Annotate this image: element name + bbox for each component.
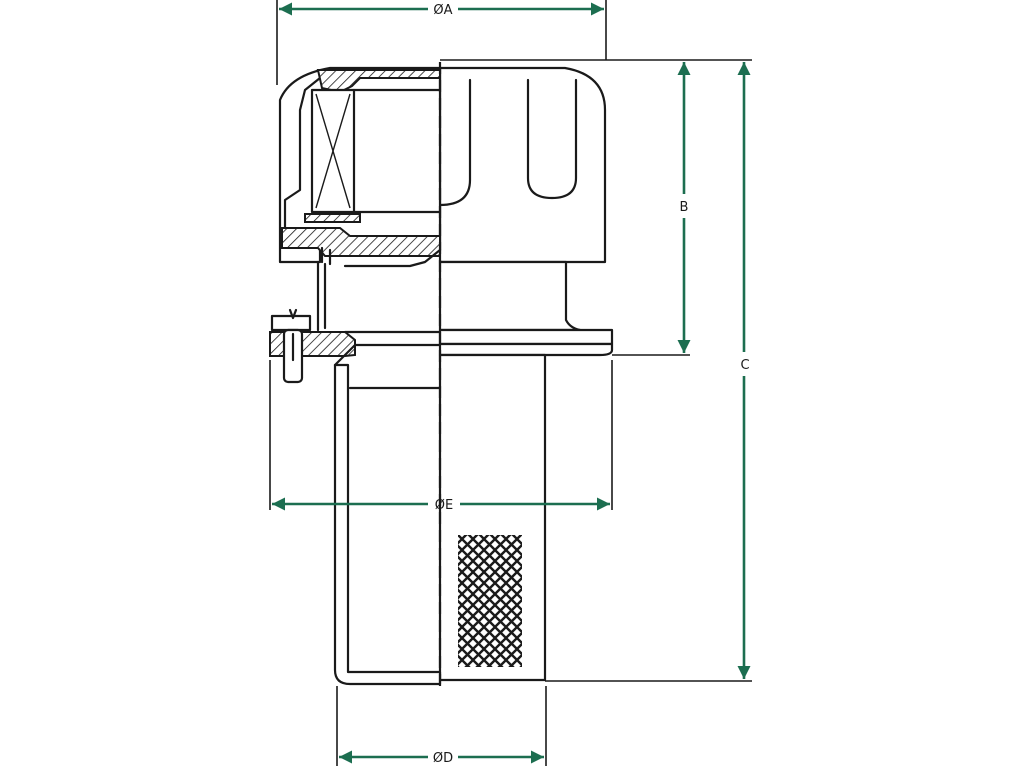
cap-groove	[526, 78, 578, 200]
dimension-b: B	[677, 62, 691, 353]
mounting-flange	[269, 308, 614, 384]
dimension-a: ØA	[279, 2, 604, 18]
dimension-e: ØE	[272, 497, 610, 513]
dimension-c: C	[737, 62, 751, 679]
cap-inner-wall	[283, 68, 332, 232]
filter-basket	[333, 343, 547, 686]
cap-groove	[438, 78, 472, 207]
mounting-screw	[270, 308, 312, 384]
dimension-label-d: ØD	[433, 751, 453, 766]
mesh-screen	[458, 535, 522, 667]
neck-exterior	[438, 260, 582, 332]
dimension-label-b: B	[680, 200, 689, 215]
dimension-label-c: C	[740, 358, 749, 373]
basket-wall-section	[333, 363, 442, 686]
element-bottom-seal	[304, 213, 361, 223]
extension-lines	[269, 0, 752, 766]
dimension-label-e: ØE	[435, 498, 453, 513]
breather-cap	[278, 66, 607, 268]
flange-right	[438, 328, 614, 346]
flange-section	[269, 331, 356, 357]
neck	[316, 260, 582, 332]
dimension-d: ØD	[339, 750, 544, 766]
dimension-label-a: ØA	[433, 3, 452, 18]
cap-exterior	[438, 66, 607, 264]
